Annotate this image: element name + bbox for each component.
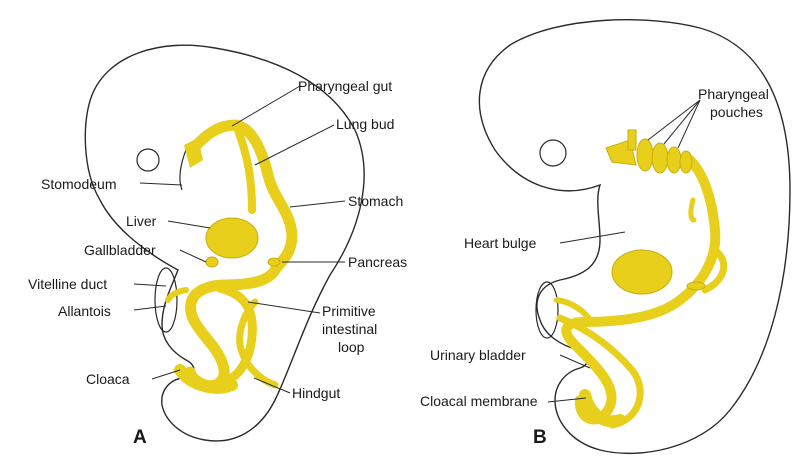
label-gallbladder: Gallbladder xyxy=(84,242,156,258)
label-stomodeum: Stomodeum xyxy=(41,176,116,192)
yolk-stalk-b xyxy=(536,282,558,338)
label-cloaca: Cloaca xyxy=(86,371,130,387)
liver-b xyxy=(612,250,672,294)
pharyngeal-pouches-b xyxy=(606,130,692,173)
label-stomach: Stomach xyxy=(348,193,403,209)
label-pancreas: Pancreas xyxy=(348,254,407,270)
panel-label-b: B xyxy=(533,427,547,449)
label-allantois: Allantois xyxy=(58,303,111,319)
eye-a xyxy=(137,149,159,171)
eye-b xyxy=(540,140,566,166)
liver-a xyxy=(206,218,258,258)
pancreas-b xyxy=(687,282,705,290)
label-lung-bud: Lung bud xyxy=(336,116,394,132)
label-primitive-1: Primitive xyxy=(322,303,376,319)
stomodeum-a xyxy=(180,150,186,190)
label-hindgut: Hindgut xyxy=(292,385,340,401)
label-pharyngeal-pouches-2: pouches xyxy=(710,104,763,120)
label-liver: Liver xyxy=(126,213,156,229)
label-primitive-2: intestinal xyxy=(322,321,377,337)
label-pharyngeal-pouches-1: Pharyngeal xyxy=(698,86,769,102)
label-cloacal-membrane: Cloacal membrane xyxy=(420,393,538,409)
label-heart-bulge: Heart bulge xyxy=(464,235,536,251)
gallbladder-a xyxy=(206,257,218,267)
label-primitive-3: loop xyxy=(338,339,364,355)
label-urinary-bladder: Urinary bladder xyxy=(430,347,526,363)
panel-label-a: A xyxy=(133,427,147,449)
pancreas-a xyxy=(268,258,280,266)
label-vitelline-duct: Vitelline duct xyxy=(28,276,107,292)
label-pharyngeal-gut: Pharyngeal gut xyxy=(298,78,392,94)
